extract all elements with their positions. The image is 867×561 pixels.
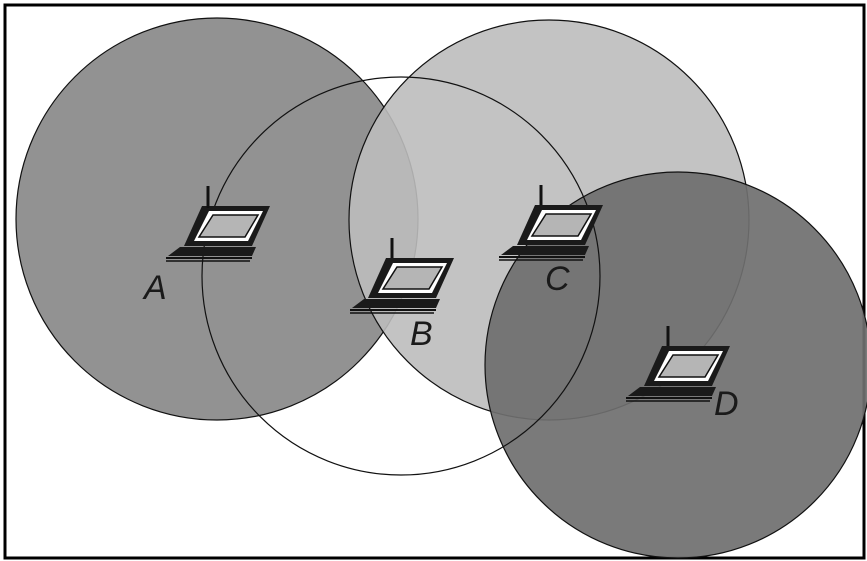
node-label-b: B: [410, 315, 433, 353]
node-label-c: C: [545, 260, 570, 298]
node-label-d: D: [714, 385, 739, 423]
node-label-a: A: [142, 269, 167, 307]
laptop-icon-a: [164, 184, 272, 263]
range-circle-b: [201, 76, 601, 476]
